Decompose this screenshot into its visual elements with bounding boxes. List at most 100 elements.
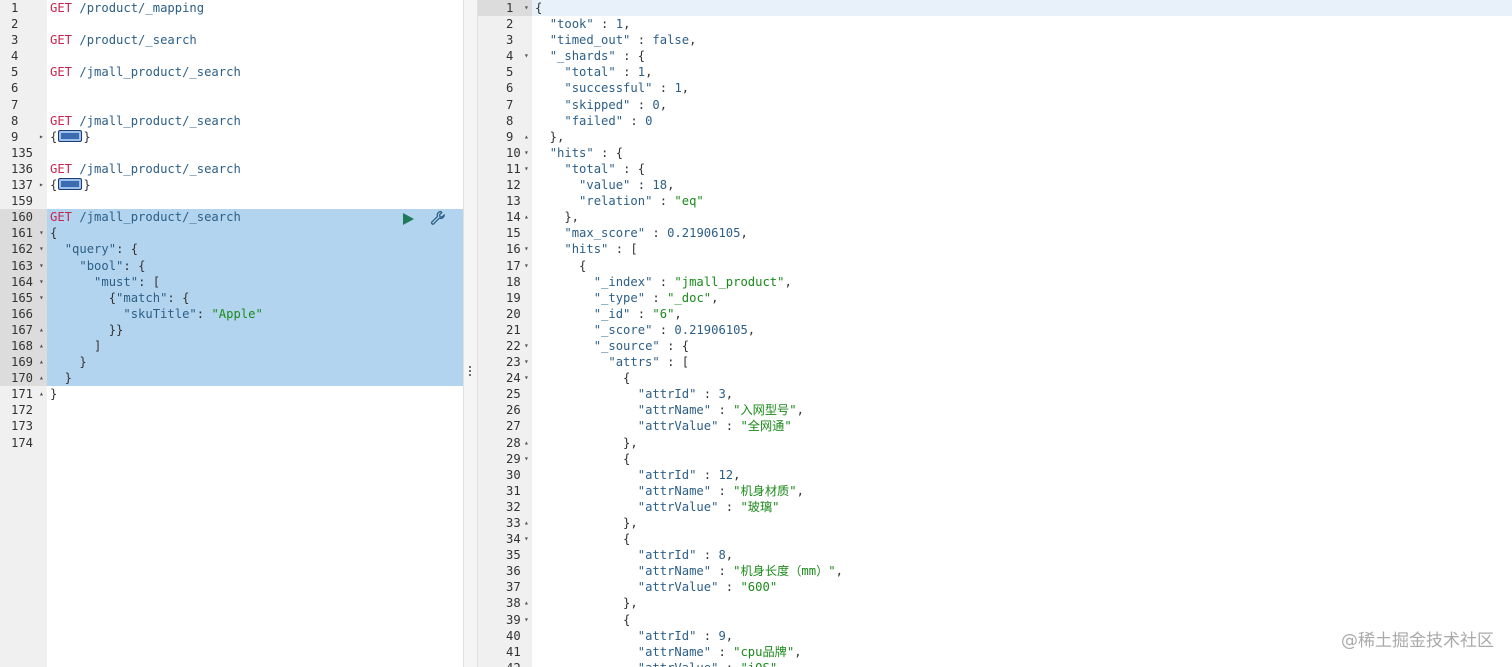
right-code-line[interactable]: "relation" : "eq" [532,193,1512,209]
fold-open-icon[interactable]: ▾ [524,373,529,383]
left-code-line[interactable]: "query": { [47,241,463,258]
pane-splitter[interactable] [463,0,478,667]
left-code-line[interactable]: GET /jmall_product/_search [47,161,463,177]
right-code-line[interactable]: "successful" : 1, [532,80,1512,96]
right-code-line[interactable]: "skipped" : 0, [532,97,1512,113]
left-code-line[interactable]: }} [47,321,463,338]
right-code-line[interactable]: }, [532,435,1512,451]
right-code-line[interactable]: "hits" : [ [532,241,1512,257]
grip-icon[interactable] [469,366,472,378]
fold-open-icon[interactable]: ▾ [39,276,44,286]
right-code-line[interactable]: "total" : 1, [532,64,1512,80]
right-code-line[interactable]: "failed" : 0 [532,113,1512,129]
right-code-line[interactable]: "attrValue" : "600" [532,579,1512,595]
right-code-line[interactable]: "attrName" : "入网型号", [532,402,1512,418]
left-code-line[interactable]: } [47,386,463,402]
fold-close-icon[interactable]: ▴ [39,324,44,334]
left-code-line[interactable]: } [47,370,463,387]
fold-close-icon[interactable]: ▴ [39,373,44,383]
fold-open-icon[interactable]: ▾ [524,534,529,544]
right-code-line[interactable]: "_source" : { [532,338,1512,354]
fold-close-icon[interactable]: ▴ [39,389,44,399]
left-code-line[interactable]: GET /product/_mapping [47,0,463,16]
left-code-line[interactable]: { [47,225,463,242]
fold-open-icon[interactable]: ▾ [39,228,44,238]
fold-open-icon[interactable]: ▾ [39,292,44,302]
fold-close-icon[interactable]: ▴ [39,340,44,350]
right-code-line[interactable]: "attrId" : 12, [532,467,1512,483]
right-code-line[interactable]: { [532,258,1512,274]
right-code-line[interactable]: "attrId" : 9, [532,628,1512,644]
right-code-line[interactable]: }, [532,515,1512,531]
left-code-line[interactable] [47,97,463,113]
fold-close-icon[interactable]: ▴ [524,212,529,222]
fold-open-icon[interactable]: ▾ [524,163,529,173]
left-code-line[interactable]: } [47,354,463,371]
fold-open-icon[interactable]: ▾ [524,453,529,463]
left-code-line[interactable]: "must": [ [47,273,463,290]
right-code-line[interactable]: "_index" : "jmall_product", [532,274,1512,290]
right-code-line[interactable]: "took" : 1, [532,16,1512,32]
right-code-line[interactable]: "attrId" : 8, [532,547,1512,563]
left-code-line[interactable]: ] [47,337,463,355]
fold-open-icon[interactable]: ▾ [524,3,529,12]
fold-open-icon[interactable]: ▾ [524,340,529,350]
left-code-line[interactable] [47,193,463,209]
fold-close-icon[interactable]: ▴ [524,131,529,141]
right-code-line[interactable]: "attrId" : 3, [532,386,1512,402]
right-code-line[interactable]: "_score" : 0.21906105, [532,322,1512,338]
right-code-line[interactable]: "attrValue" : "全网通" [532,418,1512,434]
left-code-line[interactable]: {} [47,177,463,193]
left-code-line[interactable]: "bool": { [47,257,463,274]
left-code-line[interactable]: {"match": { [47,289,463,306]
right-code-line[interactable]: "value" : 18, [532,177,1512,193]
right-code-line[interactable]: "_type" : "_doc", [532,290,1512,306]
response-code-area[interactable]: { "took" : 1, "timed_out" : false, "_sha… [532,0,1512,667]
fold-open-icon[interactable]: ▾ [524,614,529,624]
right-code-line[interactable]: "total" : { [532,161,1512,177]
fold-close-icon[interactable]: ▴ [39,357,44,367]
right-code-line[interactable]: "attrName" : "机身材质", [532,483,1512,499]
right-code-line[interactable]: { [532,451,1512,467]
left-code-line[interactable] [47,145,463,161]
left-code-line[interactable]: "skuTitle": "Apple" [47,305,463,322]
fold-collapsed-icon[interactable]: ▸ [39,131,44,141]
fold-collapsed-icon[interactable]: ▸ [39,180,44,190]
right-code-line[interactable]: "attrName" : "机身长度（mm）", [532,563,1512,579]
right-code-line[interactable]: }, [532,129,1512,145]
right-code-line[interactable]: "timed_out" : false, [532,32,1512,48]
fold-close-icon[interactable]: ▴ [524,437,529,447]
right-code-line[interactable]: "attrValue" : "iOS" [532,660,1512,667]
wrench-icon[interactable] [430,210,446,226]
right-code-line[interactable]: { [532,612,1512,628]
right-code-line[interactable]: "_shards" : { [532,48,1512,64]
fold-open-icon[interactable]: ▾ [524,357,529,367]
collapsed-block-icon[interactable] [58,129,83,142]
fold-open-icon[interactable]: ▾ [39,244,44,254]
right-code-line[interactable]: { [532,0,1512,17]
right-code-line[interactable]: { [532,370,1512,386]
left-code-line[interactable] [47,80,463,96]
fold-open-icon[interactable]: ▾ [524,260,529,270]
left-code-line[interactable] [47,402,463,418]
play-icon[interactable] [403,213,414,225]
left-code-line[interactable]: GET /jmall_product/_search [47,209,463,226]
left-code-line[interactable] [47,418,463,434]
left-code-line[interactable] [47,16,463,32]
left-code-line[interactable]: GET /jmall_product/_search [47,64,463,80]
right-code-line[interactable]: "attrName" : "cpu品牌", [532,644,1512,660]
left-code-line[interactable]: GET /product/_search [47,32,463,48]
right-code-line[interactable]: "attrs" : [ [532,354,1512,370]
right-code-line[interactable]: "attrValue" : "玻璃" [532,499,1512,515]
right-code-line[interactable]: "max_score" : 0.21906105, [532,225,1512,241]
right-code-line[interactable]: }, [532,209,1512,225]
fold-open-icon[interactable]: ▾ [39,260,44,270]
collapsed-block-icon[interactable] [58,178,83,191]
right-code-line[interactable]: { [532,531,1512,547]
right-code-line[interactable]: }, [532,595,1512,611]
fold-close-icon[interactable]: ▴ [524,598,529,608]
fold-open-icon[interactable]: ▾ [524,147,529,157]
fold-open-icon[interactable]: ▾ [524,244,529,254]
